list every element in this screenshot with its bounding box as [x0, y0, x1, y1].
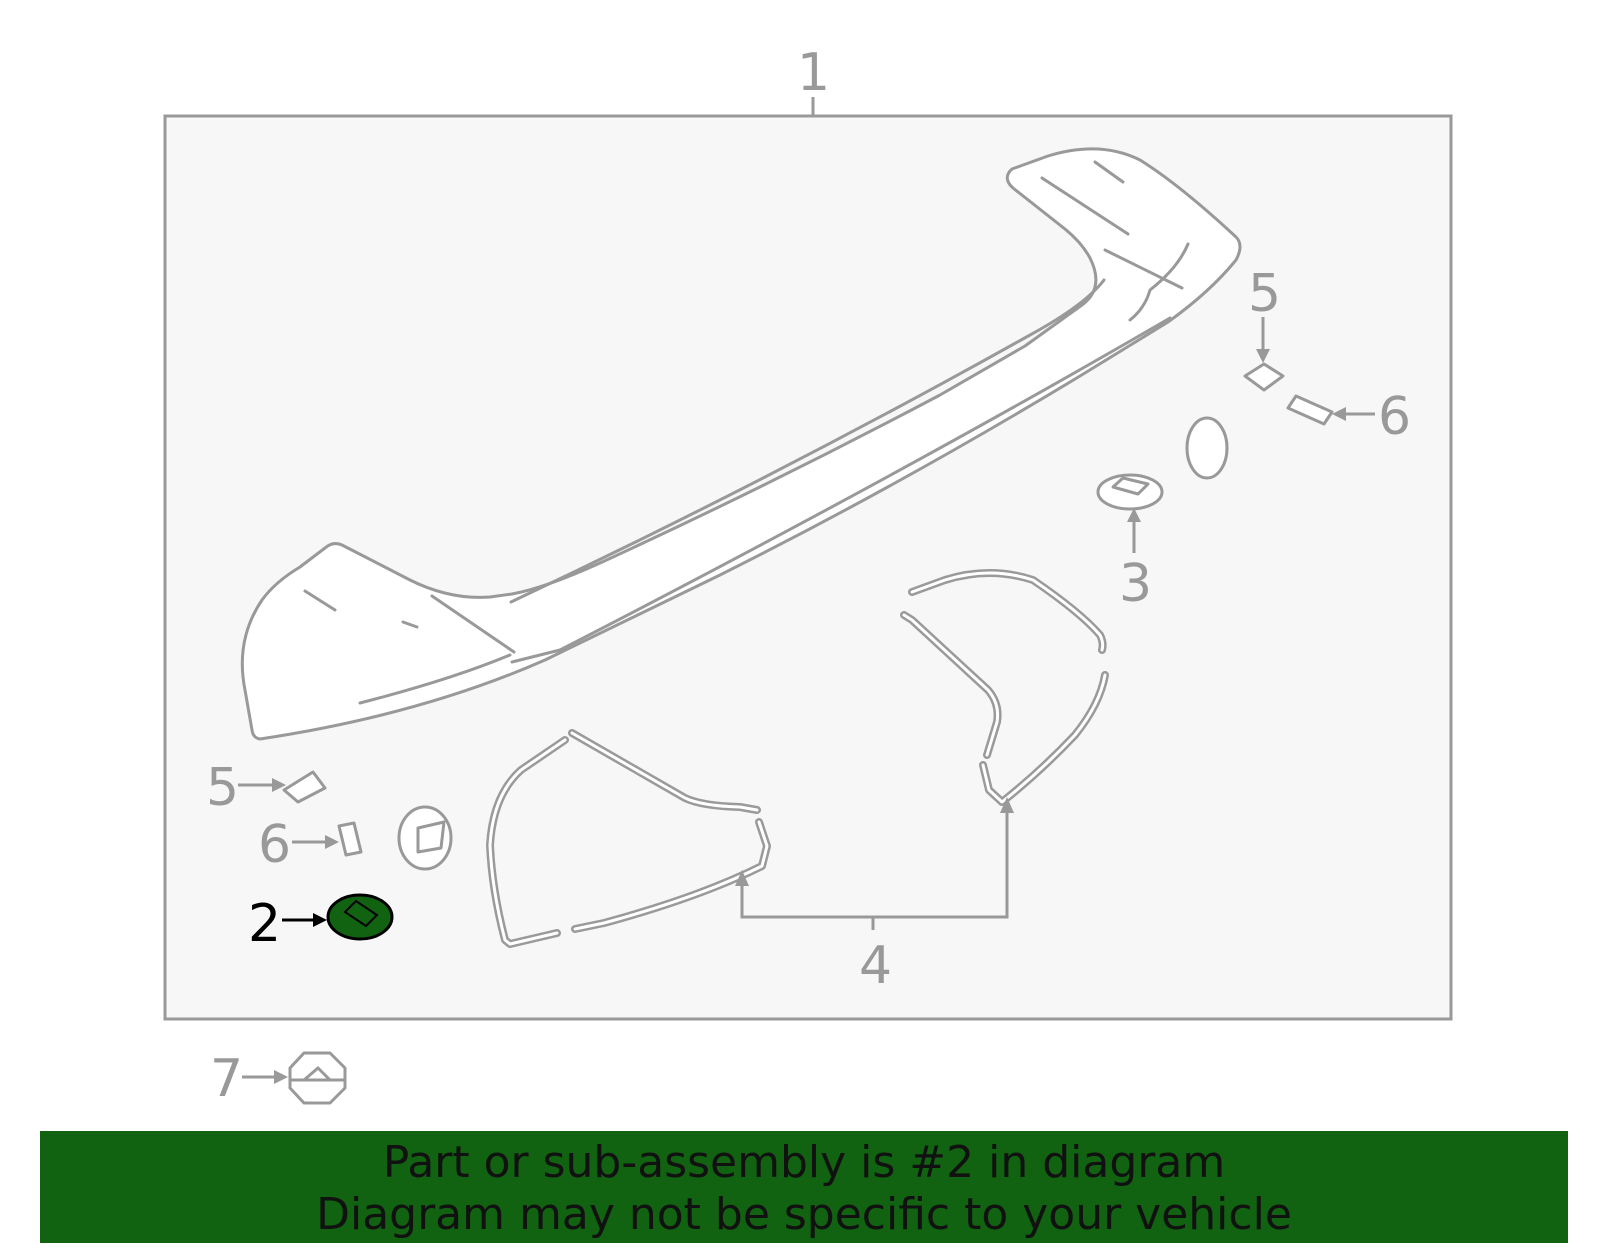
callout-5-right-label: 5	[1248, 264, 1281, 324]
banner-line-2: Diagram may not be specific to your vehi…	[316, 1189, 1292, 1240]
seal-left	[486, 729, 771, 948]
callout-4-arrow-left	[735, 870, 749, 886]
callout-3-label: 3	[1119, 554, 1152, 614]
info-banner: Part or sub-assembly is #2 in diagram Di…	[40, 1131, 1568, 1243]
seal-right	[900, 569, 1109, 806]
clip-part-5-right	[1243, 317, 1285, 392]
clip-part-5-left	[238, 770, 327, 804]
spoiler-part[interactable]	[240, 147, 1242, 741]
callout-4-label: 4	[859, 936, 892, 996]
grommet-part-3	[1096, 473, 1164, 553]
callout-6-left-label: 6	[258, 815, 291, 875]
clip-part-6-right	[1286, 394, 1375, 426]
callout-2-label: 2	[248, 894, 281, 954]
callout-4-arrow-right	[1000, 797, 1014, 813]
callout-1-label: 1	[797, 43, 830, 103]
callout-4-leader	[740, 803, 1009, 930]
callout-6-right-label: 6	[1378, 387, 1411, 447]
callout-7-label: 7	[210, 1049, 243, 1109]
callout-5-left-label: 5	[206, 758, 239, 818]
clip-part-6-left	[292, 821, 363, 857]
highlighted-part-2[interactable]	[282, 893, 394, 941]
pad-left	[397, 805, 453, 871]
pad-right	[1185, 416, 1229, 480]
nut-part-7	[242, 1051, 347, 1105]
banner-line-1: Part or sub-assembly is #2 in diagram	[382, 1137, 1226, 1188]
